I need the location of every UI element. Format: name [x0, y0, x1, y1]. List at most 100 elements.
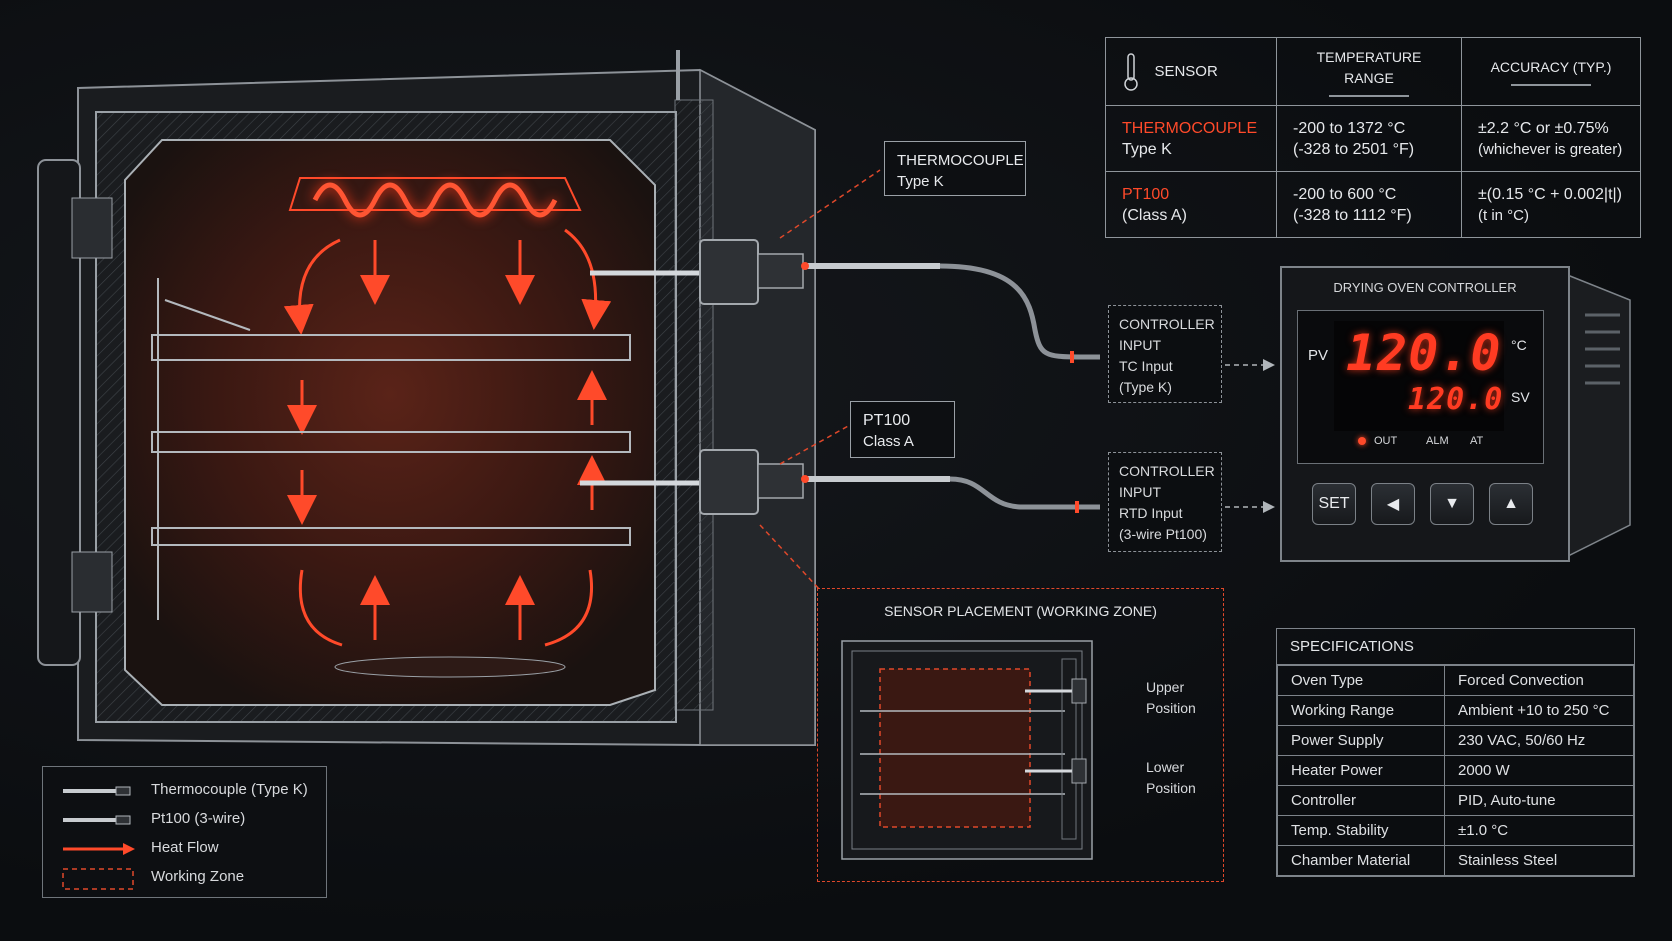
spec-row: Temp. Stability±1.0 °C [1277, 815, 1634, 846]
callout-title: PT100 [863, 412, 911, 429]
hinge-bottom [71, 551, 113, 613]
heat-flow-arrows [283, 228, 612, 647]
spec-label: Power Supply [1277, 725, 1445, 756]
sensor-sub: (Class A) [1122, 206, 1187, 224]
input-type: (Type K) [1119, 379, 1172, 395]
legend-pt100: Pt100 (3-wire) [151, 810, 246, 827]
indicator-out: OUT [1374, 435, 1398, 447]
sensor-table: SENSOR TEMPERATURE RANGE ACCURACY (TYP.)… [1105, 37, 1641, 238]
legend-heat-flow-swatch [63, 843, 135, 855]
inner-chamber [124, 139, 656, 706]
range-f: (-328 to 2501 °F) [1293, 140, 1415, 158]
thermocouple-probe [590, 239, 1100, 363]
working-zone [879, 668, 1031, 828]
sensor-name: THERMOCOUPLE [1122, 119, 1258, 137]
pv-label: PV [1308, 347, 1329, 364]
legend-pt100-swatch [63, 815, 131, 825]
controller-title: DRYING OVEN CONTROLLER [1333, 280, 1517, 295]
input-title: CONTROLLER [1119, 463, 1215, 479]
thermometer-icon [1122, 52, 1140, 92]
down-arrow-button[interactable]: ▼ [1430, 483, 1474, 525]
input-title: INPUT [1119, 337, 1161, 353]
spec-value: Stainless Steel [1444, 845, 1634, 876]
door-handle [37, 159, 81, 666]
spec-label: Oven Type [1277, 665, 1445, 696]
range-f: (-328 to 1112 °F) [1293, 206, 1412, 224]
accuracy: ±(0.15 °C + 0.002|t|) [1478, 185, 1623, 203]
input-arrows [1225, 359, 1275, 513]
input-type: (3-wire Pt100) [1119, 526, 1207, 542]
controller-input-rtd: CONTROLLER INPUT RTD Input (3-wire Pt100… [1108, 452, 1222, 552]
legend: Thermocouple (Type K) Pt100 (3-wire) Hea… [42, 766, 327, 898]
controller-display: PV 120.0 120.0 °C SV OUT ALM AT [1297, 310, 1544, 464]
input-type: RTD Input [1119, 505, 1183, 521]
spec-value: ±1.0 °C [1444, 815, 1634, 846]
fan [334, 656, 566, 678]
placement-title: SENSOR PLACEMENT (WORKING ZONE) [884, 603, 1157, 619]
legend-heat-flow: Heat Flow [151, 839, 219, 856]
input-title: CONTROLLER [1119, 316, 1215, 332]
indicator-alm: ALM [1426, 435, 1449, 447]
left-arrow-button[interactable]: ◀ [1371, 483, 1415, 525]
specifications-title: SPECIFICATIONS [1277, 629, 1634, 665]
set-button[interactable]: SET [1312, 483, 1356, 525]
spec-value: PID, Auto-tune [1444, 785, 1634, 816]
oven-side-panel [699, 68, 816, 746]
spec-label: Chamber Material [1277, 845, 1445, 876]
drying-oven-controller: DRYING OVEN CONTROLLER PV 120.0 120.0 °C… [1280, 266, 1570, 562]
sv-value: 120.0 [1408, 382, 1504, 417]
legend-thermocouple: Thermocouple (Type K) [151, 781, 308, 798]
legend-swatches [62, 786, 135, 890]
pt100-callout: PT100 Class A [850, 401, 955, 458]
unit-label: °C [1511, 337, 1527, 353]
table-row: PT100 (Class A) -200 to 600 °C (-328 to 11… [1105, 171, 1641, 238]
spec-value: Ambient +10 to 250 °C [1444, 695, 1634, 726]
accuracy-note: (t in °C) [1478, 206, 1529, 224]
pt100-probe [580, 449, 1100, 515]
sensor-name: PT100 [1122, 185, 1170, 203]
callout-subtitle: Class A [863, 433, 914, 450]
callout-subtitle: Type K [897, 173, 944, 190]
spec-label: Temp. Stability [1277, 815, 1445, 846]
spec-label: Controller [1277, 785, 1445, 816]
shelves [151, 278, 631, 620]
input-type: TC Input [1119, 358, 1173, 374]
mini-oven [841, 640, 1093, 860]
input-title: INPUT [1119, 484, 1161, 500]
controller-input-tc: CONTROLLER INPUT TC Input (Type K) [1108, 305, 1222, 403]
range-c: -200 to 600 °C [1293, 185, 1397, 203]
hinge-top [71, 197, 113, 259]
spec-value: 230 VAC, 50/60 Hz [1444, 725, 1634, 756]
header-accuracy: ACCURACY (TYP.) [1461, 37, 1641, 106]
legend-thermocouple-swatch [63, 786, 131, 796]
indicator-at: AT [1470, 435, 1484, 447]
legend-working-zone: Working Zone [151, 868, 245, 885]
controller-vents [1585, 313, 1620, 385]
led-panel [1334, 321, 1504, 431]
spec-value: 2000 W [1444, 755, 1634, 786]
sv-label: SV [1511, 389, 1530, 405]
spec-label: Working Range [1277, 695, 1445, 726]
accuracy-note: (whichever is greater) [1478, 140, 1623, 158]
callout-title: THERMOCOUPLE [897, 152, 1024, 169]
heater-coil [288, 177, 582, 218]
legend-working-zone-swatch [62, 868, 134, 890]
spec-label: Heater Power [1277, 755, 1445, 786]
sensor-sub: Type K [1122, 140, 1172, 158]
pv-value: 120.0 [1346, 324, 1502, 382]
spec-value: Forced Convection [1444, 665, 1634, 696]
up-arrow-button[interactable]: ▲ [1489, 483, 1533, 525]
